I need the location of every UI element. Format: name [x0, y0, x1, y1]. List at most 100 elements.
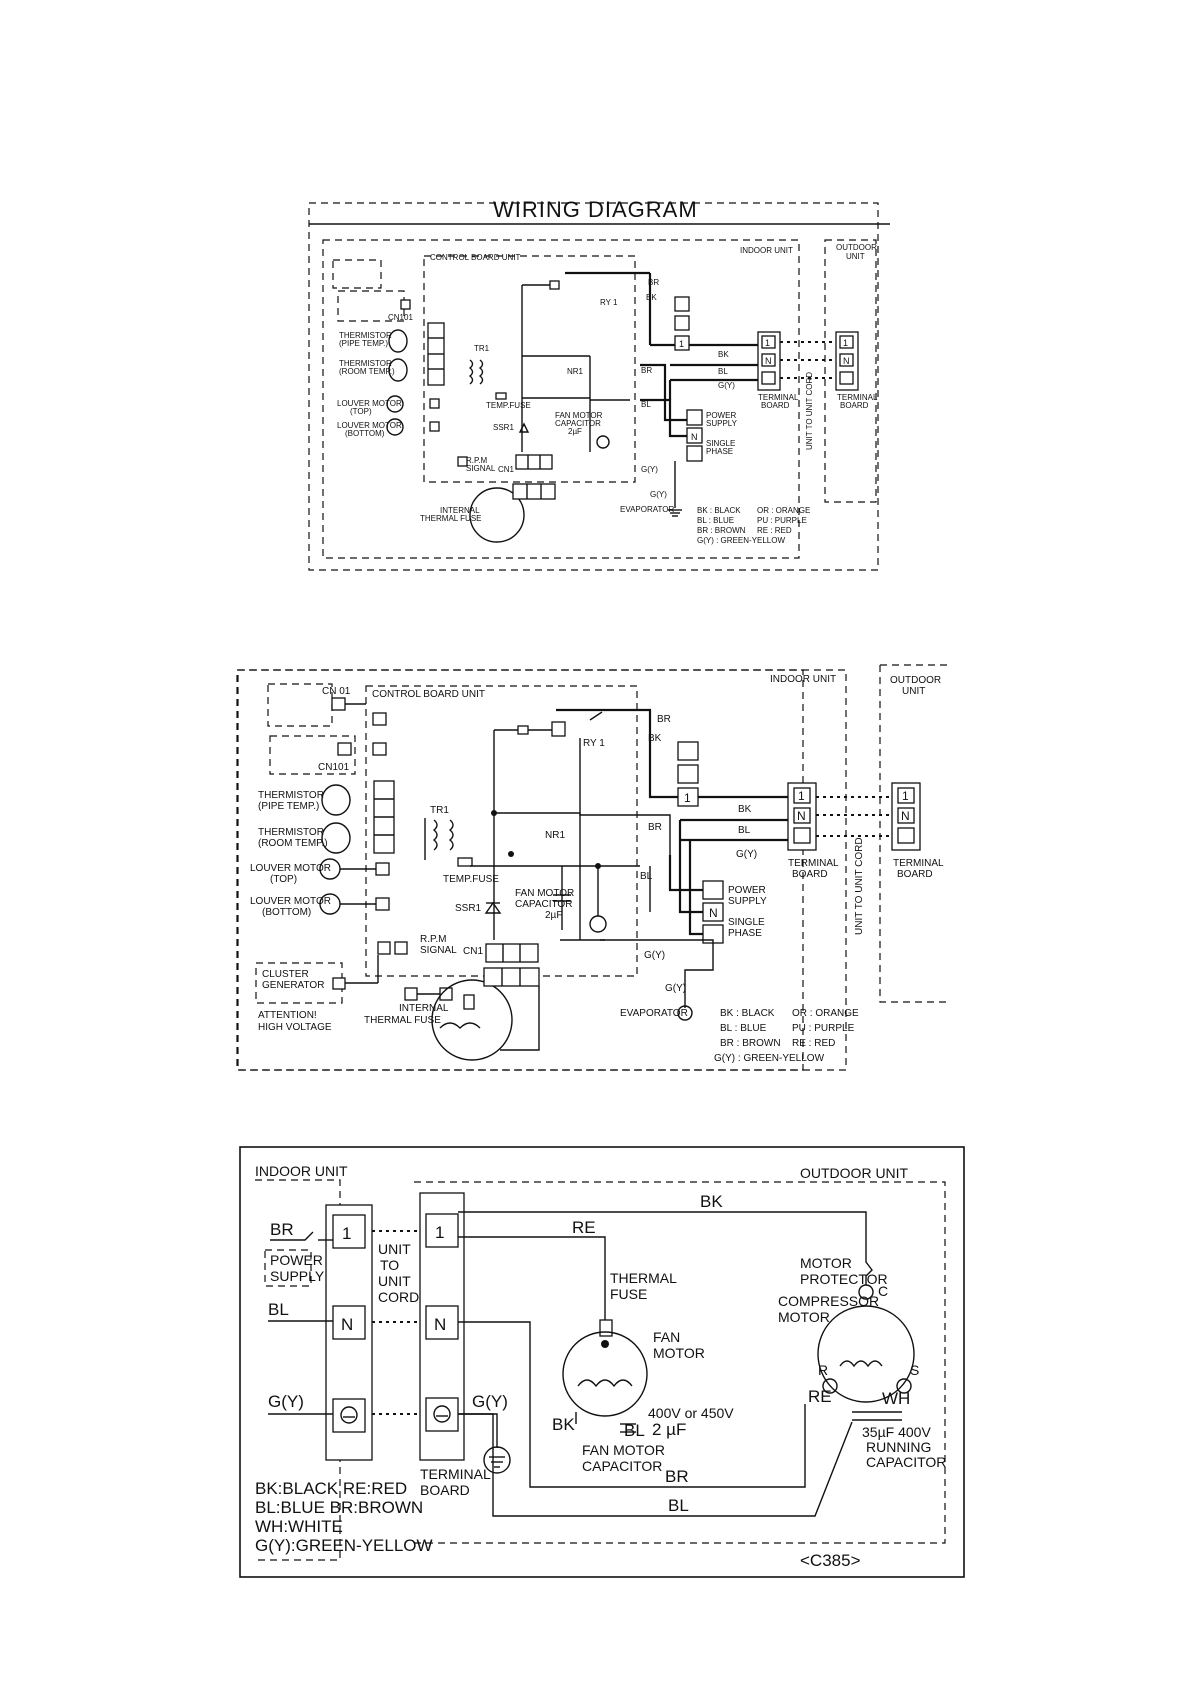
diagram3-legend-2: BL:BLUE BR:BROWN	[255, 1498, 423, 1517]
diagram3-legend-4: G(Y):GREEN-YELLOW	[255, 1536, 433, 1555]
diagram3-fan-bk: BK	[552, 1415, 575, 1434]
diagram3-motor-protector	[865, 1255, 873, 1285]
diagram3-fan-cap-rating-1: 400V or 450V	[648, 1405, 734, 1421]
diagram1-control-board-frame	[423, 255, 636, 483]
diagram1-legend-pu: PU : PURPLE	[757, 516, 807, 525]
diagram2-legend-gy: G(Y) : GREEN-YELLOW	[714, 1053, 825, 1064]
diagram2-cluster-box	[255, 962, 343, 1004]
diagram3-legend-1: BK:BLACK RE:RED	[255, 1479, 407, 1498]
diagram2-internal-fuse-2: THERMAL FUSE	[364, 1015, 441, 1026]
diagram2-tb-1: 1	[798, 789, 805, 803]
diagram2-terminal-board-1: TERMINAL	[788, 858, 839, 869]
diagram1-legend-bk: BK : BLACK	[697, 506, 741, 515]
diagram2-fan-cap-2: CAPACITOR	[515, 899, 572, 910]
diagram2-power-supply-1: POWER	[728, 885, 766, 896]
diagram3-c-terminal: C	[878, 1283, 888, 1299]
diagram3-cord-2: TO	[380, 1257, 399, 1273]
diagram1-power-supply-1: POWER	[706, 411, 736, 420]
diagram3-fan-motor-2: MOTOR	[653, 1345, 705, 1361]
diagram1-tb-1: 1	[765, 338, 770, 348]
diagram3-outdoor-ground	[433, 1405, 451, 1423]
diagram2-legend-or: OR : ORANGE	[792, 1008, 859, 1019]
diagram2-tr1-coil	[432, 819, 438, 851]
diagram2-louver-top-2: (TOP)	[270, 874, 297, 885]
diagram3-re-label: RE	[808, 1387, 832, 1406]
diagram2-ssr1-symbol	[484, 901, 502, 914]
diagram1-louver-top-motor	[386, 395, 404, 413]
diagram2-wire-br-left: BR	[648, 822, 662, 833]
diagram1-tb-n: N	[765, 356, 772, 366]
diagram3-outdoor-1: 1	[435, 1223, 444, 1242]
diagram1-nr1-label: NR1	[567, 367, 584, 376]
diagram3-s-terminal: S	[910, 1362, 919, 1378]
diagram2-single-phase-1: SINGLE	[728, 917, 765, 928]
diagram1-internal-fuse-1: INTERNAL	[440, 506, 480, 515]
diagram2-fan-connector	[483, 967, 540, 987]
diagram1-cn1-connector	[515, 454, 553, 470]
diagram3-cord-4: CORD	[378, 1289, 419, 1305]
diagram1-internal-fuse-2: THERMAL FUSE	[420, 514, 482, 523]
diagram1-otb-n: N	[843, 356, 850, 366]
diagram2-thermistor-pipe-symbol	[321, 784, 351, 816]
diagram1-thermistor-room-symbol	[388, 358, 408, 382]
diagram1-indoor-unit-label: INDOOR UNIT	[740, 246, 793, 255]
diagram2-thermistor-room-2: (ROOM TEMP.)	[258, 838, 328, 849]
diagram1-evaporator: EVAPORATOR	[620, 505, 674, 514]
diagram1-legend-bl: BL : BLUE	[697, 516, 734, 525]
diagram3-outdoor-unit: OUTDOOR UNIT	[800, 1165, 909, 1181]
diagram2-legend-pu: PU : PURPLE	[792, 1023, 855, 1034]
diagram2-legend-re: RE : RED	[792, 1038, 835, 1049]
diagram1-tr1-label: TR1	[474, 344, 490, 353]
diagram3-outdoor-frame	[414, 1181, 946, 1544]
wiring-diagram-3: INDOOR UNIT OUTDOOR UNIT 1 N BR POWER SU…	[239, 1146, 965, 1578]
diagram2-wire-bl-right: BL	[738, 825, 751, 836]
diagram2-fan-cap-1: FAN MOTOR	[515, 888, 574, 899]
diagram2-outdoor-frame	[879, 665, 950, 1003]
diagram3-indoor-1: 1	[342, 1224, 351, 1243]
diagram2-outdoor-tb-2: BOARD	[897, 869, 933, 880]
diagram2-fan-motor	[431, 979, 513, 1061]
diagram2-rpm-signal-1: R.P.M	[420, 934, 447, 945]
diagram3-thermal-fuse-1: THERMAL	[610, 1270, 677, 1286]
diagram1-rpm-signal-1: R.P.M	[466, 456, 488, 465]
diagram3-terminal-board-2: BOARD	[420, 1482, 470, 1498]
diagram3-indoor-unit: INDOOR UNIT	[255, 1163, 348, 1179]
diagram2-cluster-2: GENERATOR	[262, 980, 324, 991]
diagram3-wh-label: WH	[882, 1389, 910, 1408]
diagram3-ground-symbol	[483, 1446, 511, 1474]
diagram3-terminal-board-1: TERMINAL	[420, 1466, 491, 1482]
diagram3-power-supply-1: POWER	[270, 1252, 323, 1268]
diagram1-legend-or: OR : ORANGE	[757, 506, 810, 515]
diagram2-evap-gy: G(Y)	[665, 983, 686, 994]
diagram2-outdoor-tb-1: TERMINAL	[893, 858, 944, 869]
diagram3-fan-cap-rating-2: 2 µF	[652, 1420, 686, 1439]
diagram3-gy-label: G(Y)	[268, 1392, 304, 1411]
diagram2-attention-2: HIGH VOLTAGE	[258, 1022, 332, 1033]
diagram2-thermistor-room-symbol	[321, 822, 351, 854]
diagram2-ps-n: N	[709, 906, 718, 920]
diagram1-temp-fuse	[495, 392, 507, 400]
diagram1-outdoor-tb-2: BOARD	[840, 401, 869, 410]
diagram1-thermistor-pipe-1: THERMISTOR	[339, 331, 392, 340]
diagram3-fan-motor-1: FAN	[653, 1329, 680, 1345]
diagram1-thermistor-room-1: THERMISTOR	[339, 359, 392, 368]
diagram2-temp-fuse	[457, 857, 473, 867]
diagram1-wire-bl-left: BL	[641, 400, 651, 409]
diagram2-cn101-box	[269, 735, 356, 775]
diagram2-otb-n: N	[901, 809, 910, 823]
diagram2-tb-n: N	[797, 809, 806, 823]
diagram1-ssr1-symbol	[518, 422, 530, 433]
diagram2-otb-1: 1	[902, 789, 909, 803]
diagram2-ry1-label: RY 1	[583, 738, 605, 749]
diagram1-louver-bottom-2: (BOTTOM)	[345, 429, 385, 438]
diagram2-cn1-label: CN1	[463, 946, 483, 957]
diagram1-wire-gy-bottom: G(Y)	[641, 465, 658, 474]
diagram3-compressor-motor	[817, 1305, 915, 1403]
diagram3-compressor-2: MOTOR	[778, 1309, 830, 1325]
diagram-title: WIRING DIAGRAM	[493, 197, 698, 222]
diagram3-gy-right: G(Y)	[472, 1392, 508, 1411]
diagram3-wire-bl: BL	[668, 1496, 689, 1515]
diagram1-ry1-label: RY 1	[600, 298, 618, 307]
diagram1-terminal-board-2: BOARD	[761, 401, 790, 410]
